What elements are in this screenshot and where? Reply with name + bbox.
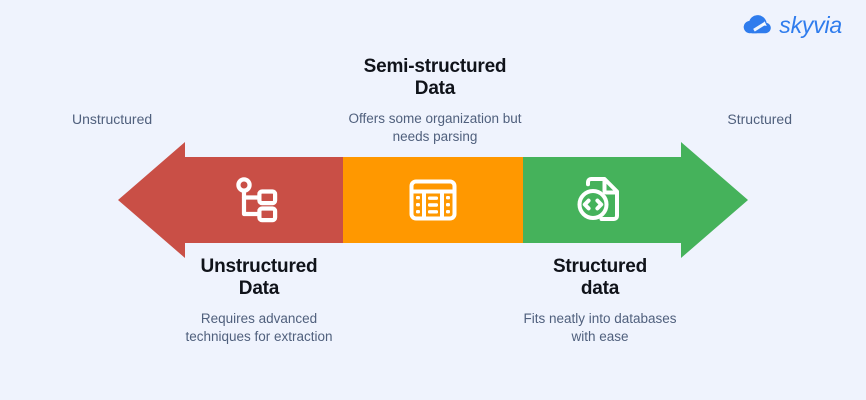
band-structured — [523, 142, 748, 258]
caption-unstructured-title: Unstructured Data — [129, 256, 389, 301]
title-line-2: Data — [414, 78, 456, 100]
title-line-1: Semi-structured — [363, 56, 507, 77]
caption-semi-structured-subtitle: Offers some organization but needs parsi… — [305, 110, 565, 147]
caption-structured: Structured data Fits neatly into databas… — [470, 256, 730, 347]
subtitle-line-2: techniques for extraction — [185, 329, 333, 345]
scale-label-right: Structured — [727, 111, 792, 127]
caption-semi-structured-title: Semi-structured Data — [305, 56, 565, 101]
caption-structured-subtitle: Fits neatly into databases with ease — [470, 310, 730, 347]
subtitle-line-1: Offers some organization but — [348, 110, 522, 126]
hierarchy-tree-icon — [236, 177, 278, 223]
title-line-2: data — [580, 278, 620, 300]
subtitle-line-1: Requires advanced — [200, 310, 318, 326]
subtitle-line-1: Fits neatly into databases — [523, 310, 677, 326]
title-line-1: Unstructured — [200, 256, 318, 277]
subtitle-line-2: needs parsing — [392, 129, 478, 145]
subtitle-line-2: with ease — [571, 329, 629, 345]
caption-unstructured: Unstructured Data Requires advanced tech… — [129, 256, 389, 347]
title-line-2: Data — [238, 278, 280, 300]
caption-structured-title: Structured data — [470, 256, 730, 301]
table-grid-icon — [409, 179, 457, 221]
band-unstructured — [118, 142, 343, 258]
brand-name: skyvia — [779, 11, 842, 38]
scale-label-left: Unstructured — [72, 111, 153, 127]
caption-semi-structured: Semi-structured Data Offers some organiz… — [305, 56, 565, 147]
brand-logo: skyvia — [742, 13, 842, 37]
caption-unstructured-subtitle: Requires advanced techniques for extract… — [129, 310, 389, 347]
title-line-1: Structured — [552, 256, 648, 277]
file-code-icon — [577, 177, 619, 221]
cloud-icon — [744, 15, 772, 35]
